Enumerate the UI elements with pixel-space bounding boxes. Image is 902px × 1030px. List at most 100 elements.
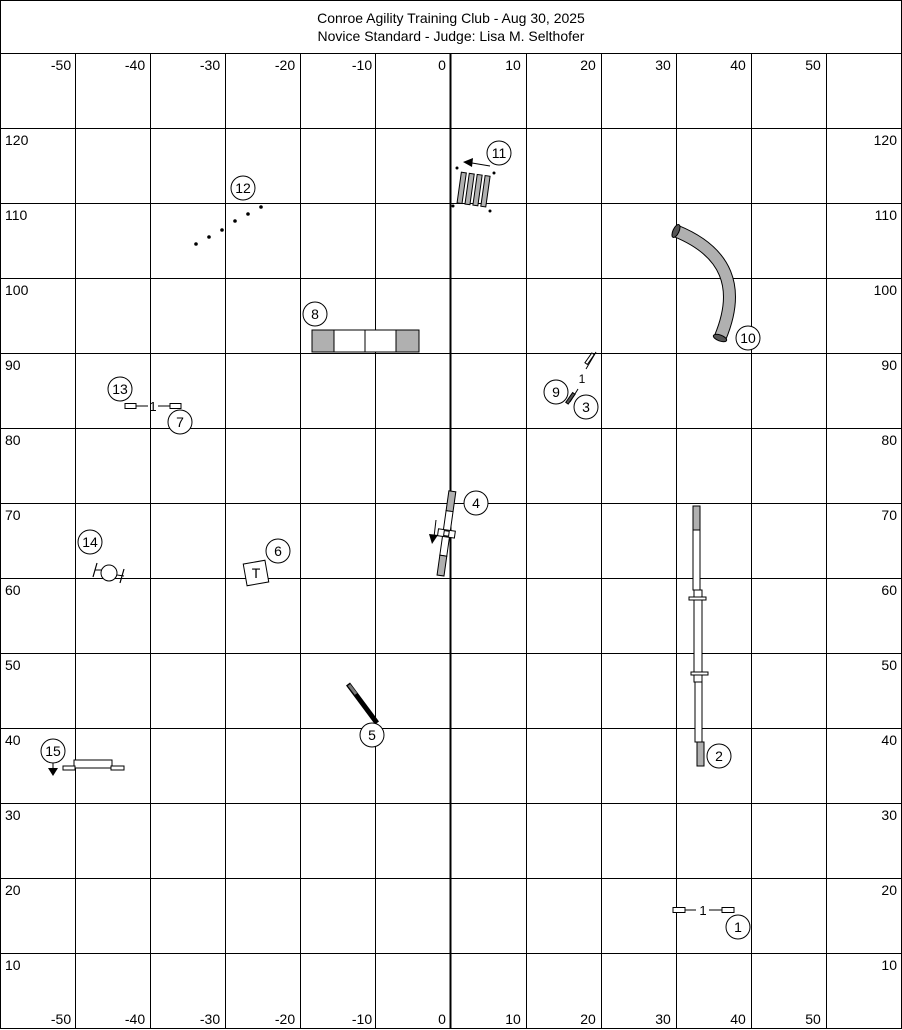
x-label: -50	[51, 1011, 71, 1027]
x-label: 30	[655, 1011, 671, 1027]
y-label: 40	[5, 732, 21, 748]
x-label: 0	[438, 57, 446, 73]
svg-text:7: 7	[176, 414, 184, 430]
y-label: 120	[5, 132, 29, 148]
x-label: -10	[352, 1011, 372, 1027]
x-axis-top-labels: -50 -40 -30 -20 -10 0 10 20 30 40 50	[51, 57, 821, 73]
x-axis-bottom-labels: -50 -40 -30 -20 -10 0 10 20 30 40 50	[51, 1011, 821, 1027]
svg-text:2: 2	[715, 748, 723, 764]
y-label: 70	[5, 507, 21, 523]
number-marker-2: 2	[706, 743, 732, 769]
y-label: 60	[881, 582, 897, 598]
jump-bar-label: 1	[699, 903, 706, 918]
number-marker-1: 1	[725, 914, 751, 940]
x-label: 20	[580, 57, 596, 73]
y-label: 90	[5, 357, 21, 373]
y-label: 100	[874, 282, 898, 298]
y-label: 10	[5, 957, 21, 973]
y-label: 50	[5, 657, 21, 673]
y-label: 70	[881, 507, 897, 523]
y-label: 20	[5, 882, 21, 898]
number-marker-12: 12	[230, 175, 256, 201]
y-label: 30	[5, 807, 21, 823]
y-label: 110	[875, 207, 898, 223]
x-label: 50	[805, 1011, 821, 1027]
jump-obstacle-7: 1	[124, 399, 182, 414]
x-label: 40	[730, 57, 746, 73]
table-letter: T	[252, 565, 261, 581]
svg-text:9: 9	[552, 384, 560, 400]
number-marker-7: 7	[167, 409, 193, 435]
number-marker-13: 13	[107, 376, 133, 402]
table-obstacle-6: T	[242, 559, 270, 587]
aframe-obstacle-8	[311, 329, 420, 353]
y-label: 10	[881, 957, 897, 973]
horizontal-grid-lines	[0, 128, 902, 954]
y-label: 90	[881, 357, 897, 373]
x-label: 0	[438, 1011, 446, 1027]
number-marker-10: 10	[735, 325, 761, 351]
x-label: -20	[275, 1011, 295, 1027]
y-label: 20	[881, 882, 897, 898]
tunnel-obstacle-10	[671, 224, 736, 343]
svg-text:14: 14	[82, 534, 98, 550]
x-label: 30	[655, 57, 671, 73]
number-marker-5: 5	[359, 722, 385, 748]
teeter-obstacle-4	[429, 490, 457, 577]
number-marker-11: 11	[486, 140, 512, 166]
x-label: 50	[805, 57, 821, 73]
number-marker-9: 9	[543, 379, 569, 405]
y-label: 50	[881, 657, 897, 673]
svg-text:13: 13	[112, 381, 128, 397]
svg-text:11: 11	[492, 145, 507, 161]
vertical-grid-lines	[75, 54, 827, 1029]
dogwalk-obstacle-2	[688, 505, 709, 767]
y-label: 30	[881, 807, 897, 823]
svg-text:6: 6	[274, 543, 282, 559]
weave-obstacle-11	[451, 158, 496, 213]
tire-obstacle-14	[92, 562, 125, 584]
y-label: 40	[881, 732, 897, 748]
number-marker-14: 14	[77, 529, 103, 555]
x-label: -30	[200, 1011, 220, 1027]
x-label: -30	[200, 57, 220, 73]
jump-obstacle-1: 1	[672, 903, 735, 918]
number-markers: 1 2 3 4 5 6 7	[40, 140, 761, 940]
y-label: 110	[5, 207, 28, 223]
y-label: 120	[874, 132, 898, 148]
jump-obstacle-15	[48, 759, 125, 776]
x-label: -40	[125, 57, 145, 73]
jump-obstacle-3: 1	[565, 351, 597, 405]
x-label: 20	[580, 1011, 596, 1027]
tunnel-obstacle-5	[345, 682, 380, 725]
y-label: 80	[5, 432, 21, 448]
svg-text:10: 10	[740, 330, 756, 346]
number-marker-3: 3	[573, 394, 599, 420]
x-label: -40	[125, 1011, 145, 1027]
x-label: 40	[730, 1011, 746, 1027]
svg-text:12: 12	[235, 180, 251, 196]
y-label: 80	[881, 432, 897, 448]
x-label: -10	[352, 57, 372, 73]
y-label: 100	[5, 282, 29, 298]
course-title: Conroe Agility Training Club - Aug 30, 2…	[317, 10, 585, 26]
number-marker-15: 15	[40, 738, 66, 764]
x-label: 10	[505, 1011, 521, 1027]
number-marker-6: 6	[265, 538, 291, 564]
number-marker-4: 4	[463, 490, 489, 516]
weave-poles-12	[194, 205, 263, 246]
svg-text:8: 8	[311, 306, 319, 322]
svg-text:1: 1	[734, 919, 742, 935]
number-marker-8: 8	[302, 301, 328, 327]
y-axis-right-labels: 120 110 100 90 80 70 60 50 40 30 20 10	[874, 132, 898, 973]
course-subtitle: Novice Standard - Judge: Lisa M. Selthof…	[317, 28, 585, 44]
y-label: 60	[5, 582, 21, 598]
jump-bar-label: 1	[149, 399, 156, 414]
svg-text:3: 3	[582, 399, 590, 415]
y-axis-left-labels: 120 110 100 90 80 70 60 50 40 30 20 10	[5, 132, 29, 973]
svg-text:5: 5	[368, 727, 376, 743]
svg-text:15: 15	[45, 743, 61, 759]
x-label: -20	[275, 57, 295, 73]
